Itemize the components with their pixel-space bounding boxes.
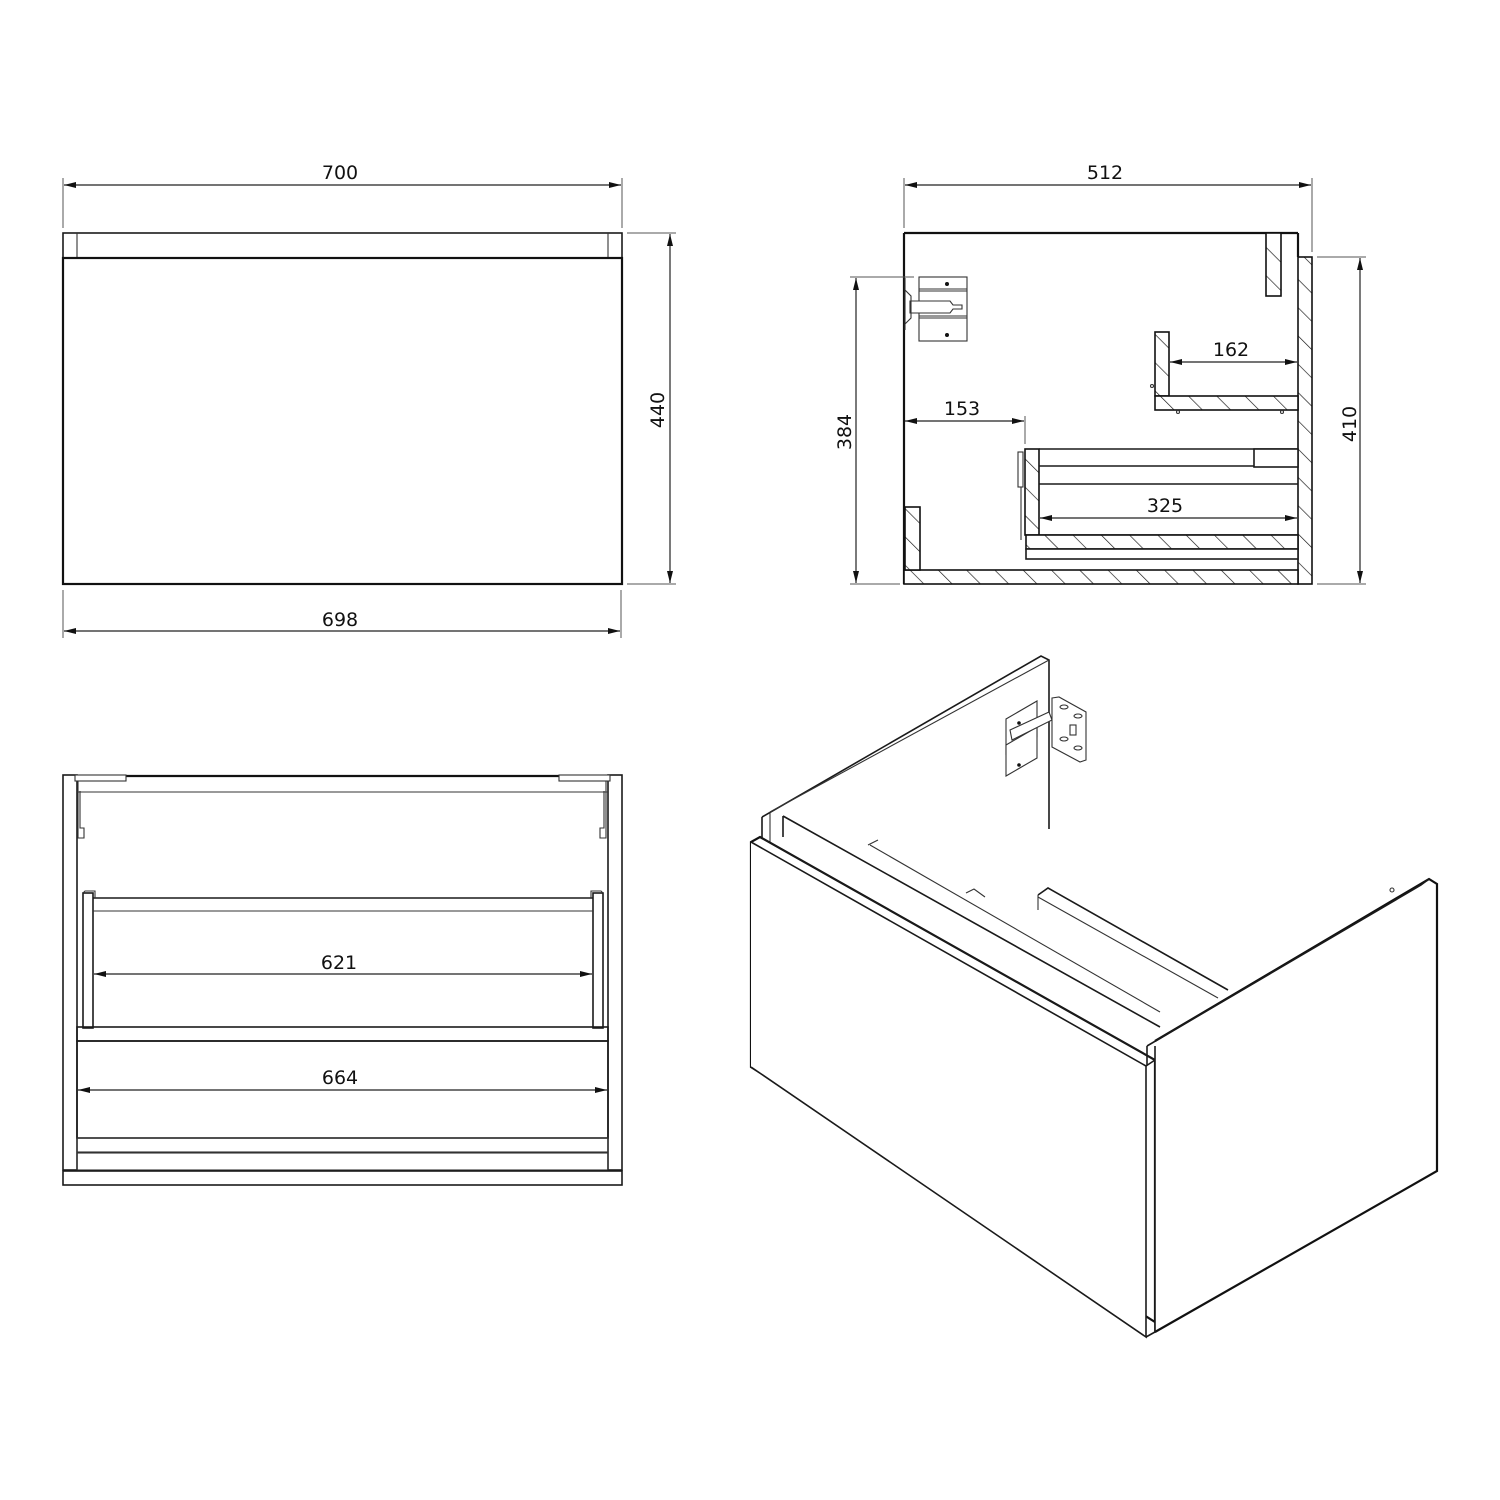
dimension-upper-cutout: 162 <box>1170 339 1297 365</box>
dim-label-153: 153 <box>944 398 980 420</box>
dimension-depth: 512 <box>903 162 1313 252</box>
dim-label-698: 698 <box>322 609 358 631</box>
dimension-drawer-depth: 325 <box>1040 495 1297 521</box>
drawer-front-section <box>1297 256 1313 585</box>
iso-wall-hanger <box>1005 696 1087 777</box>
wall-bracket <box>904 276 968 342</box>
back-lower-block-section <box>904 506 921 571</box>
dim-label-621: 621 <box>321 952 357 974</box>
iso-side-panel <box>1154 877 1439 1333</box>
front-view: 700 698 440 <box>61 162 676 638</box>
dimension-drawer-inner-width: 621 <box>94 952 592 977</box>
dim-label-664: 664 <box>322 1067 358 1089</box>
dimension-overall-width: 700 <box>62 162 623 228</box>
front-top-panel <box>62 232 623 259</box>
dim-label-384: 384 <box>834 414 856 450</box>
bottom-panel-section <box>903 569 1299 585</box>
dimension-bracket-height: 384 <box>834 276 914 585</box>
dim-label-410: 410 <box>1339 406 1361 442</box>
isometric-view <box>749 655 1439 1339</box>
dimension-height: 440 <box>627 232 676 585</box>
drawer-box-section <box>1017 448 1299 560</box>
dimension-front-width: 698 <box>62 590 622 638</box>
dim-label-162: 162 <box>1213 339 1249 361</box>
upper-rail-section <box>1154 331 1170 397</box>
upper-shelf-section <box>1154 395 1299 411</box>
side-section-view: 512 410 384 153 162 325 <box>834 162 1366 585</box>
back-rail-section <box>1265 232 1282 297</box>
front-drawer-panel <box>61 256 624 586</box>
dim-label-440: 440 <box>647 392 669 428</box>
dimension-drawer-setback: 153 <box>905 398 1026 444</box>
dimension-drawer-outer-width: 664 <box>78 1067 607 1093</box>
dim-label-700: 700 <box>322 162 358 184</box>
dim-label-512: 512 <box>1087 162 1123 184</box>
dimension-side-height: 410 <box>1317 256 1366 585</box>
dim-label-325: 325 <box>1147 495 1183 517</box>
rear-section-view: 621 664 <box>62 774 623 1186</box>
